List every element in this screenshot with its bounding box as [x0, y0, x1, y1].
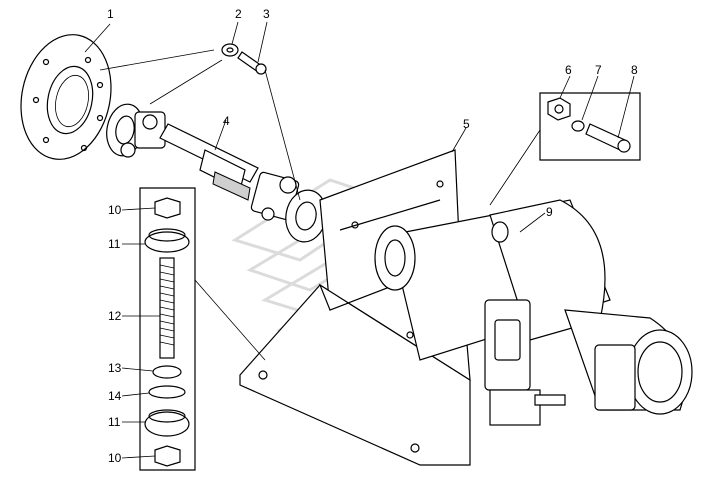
callout-8: 8: [631, 63, 638, 77]
callout-2: 2: [235, 7, 242, 21]
cardan-shaft-part: [106, 103, 327, 243]
callout-6: 6: [565, 63, 572, 77]
callout-10-bottom: 10: [108, 451, 122, 465]
callout-1: 1: [107, 7, 114, 21]
nut-washer-bolt-frame: [539, 92, 641, 161]
callout-9: 9: [546, 205, 553, 219]
callout-5: 5: [463, 117, 470, 131]
pump-part: [374, 199, 693, 426]
callout-14: 14: [108, 389, 122, 403]
callout-13: 13: [108, 361, 122, 375]
callout-7: 7: [595, 63, 602, 77]
callout-11-bottom: 11: [108, 415, 121, 429]
washer-bolt-group: [221, 43, 267, 75]
mount-stack-frame: [139, 187, 196, 471]
callout-4: 4: [223, 114, 230, 128]
leader-lines: [84, 21, 635, 459]
callout-3: 3: [263, 7, 270, 21]
callout-10-top: 10: [108, 203, 122, 217]
flange-gasket-part: [20, 34, 112, 160]
callout-12: 12: [108, 309, 122, 323]
callout-11-top: 11: [108, 237, 121, 251]
